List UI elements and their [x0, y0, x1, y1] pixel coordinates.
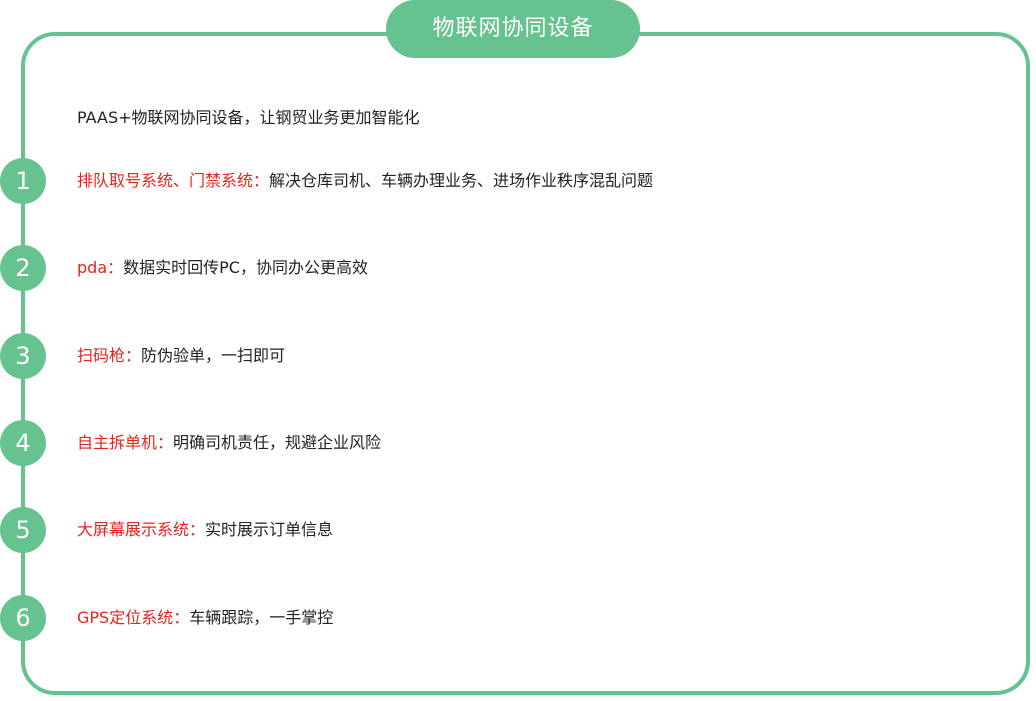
list-item-2: 2 pda：数据实时回传PC，协同办公更高效	[0, 245, 1000, 291]
item-desc-4: 明确司机责任，规避企业风险	[173, 433, 382, 452]
list-item-1: 1 排队取号系统、门禁系统：解决仓库司机、车辆办理业务、进场作业秩序混乱问题	[0, 158, 1000, 204]
list-item-5: 5 大屏幕展示系统：实时展示订单信息	[0, 507, 1000, 553]
number-badge-2: 2	[0, 245, 46, 291]
item-desc-2: 数据实时回传PC，协同办公更高效	[123, 258, 368, 277]
number-badge-1: 1	[0, 158, 46, 204]
item-title-5: 大屏幕展示系统：	[77, 520, 206, 539]
item-desc-6: 车辆跟踪，一手掌控	[189, 608, 334, 627]
item-desc-1: 解决仓库司机、车辆办理业务、进场作业秩序混乱问题	[269, 171, 654, 190]
number-badge-3: 3	[0, 333, 46, 379]
item-title-4: 自主拆单机：	[77, 433, 174, 452]
item-text-4: 自主拆单机：明确司机责任，规避企业风险	[77, 432, 381, 454]
item-title-1: 排队取号系统、门禁系统：	[77, 171, 270, 190]
item-text-2: pda：数据实时回传PC，协同办公更高效	[77, 257, 368, 279]
list-item-6: 6 GPS定位系统：车辆跟踪，一手掌控	[0, 595, 1000, 641]
number-badge-6: 6	[0, 595, 46, 641]
number-badge-4: 4	[0, 420, 46, 466]
page-title: 物联网协同设备	[386, 0, 640, 58]
list-item-4: 4 自主拆单机：明确司机责任，规避企业风险	[0, 420, 1000, 466]
item-title-6: GPS定位系统：	[77, 608, 190, 627]
number-badge-5: 5	[0, 507, 46, 553]
item-text-6: GPS定位系统：车辆跟踪，一手掌控	[77, 607, 333, 629]
item-text-1: 排队取号系统、门禁系统：解决仓库司机、车辆办理业务、进场作业秩序混乱问题	[77, 170, 653, 192]
item-title-3: 扫码枪：	[77, 346, 142, 365]
intro-text: PAAS+物联网协同设备，让钢贸业务更加智能化	[77, 108, 420, 127]
item-title-2: pda：	[77, 258, 124, 277]
item-text-3: 扫码枪：防伪验单，一扫即可	[77, 345, 285, 367]
item-desc-5: 实时展示订单信息	[205, 520, 334, 539]
item-desc-3: 防伪验单，一扫即可	[141, 346, 286, 365]
list-item-3: 3 扫码枪：防伪验单，一扫即可	[0, 333, 1000, 379]
item-text-5: 大屏幕展示系统：实时展示订单信息	[77, 519, 333, 541]
